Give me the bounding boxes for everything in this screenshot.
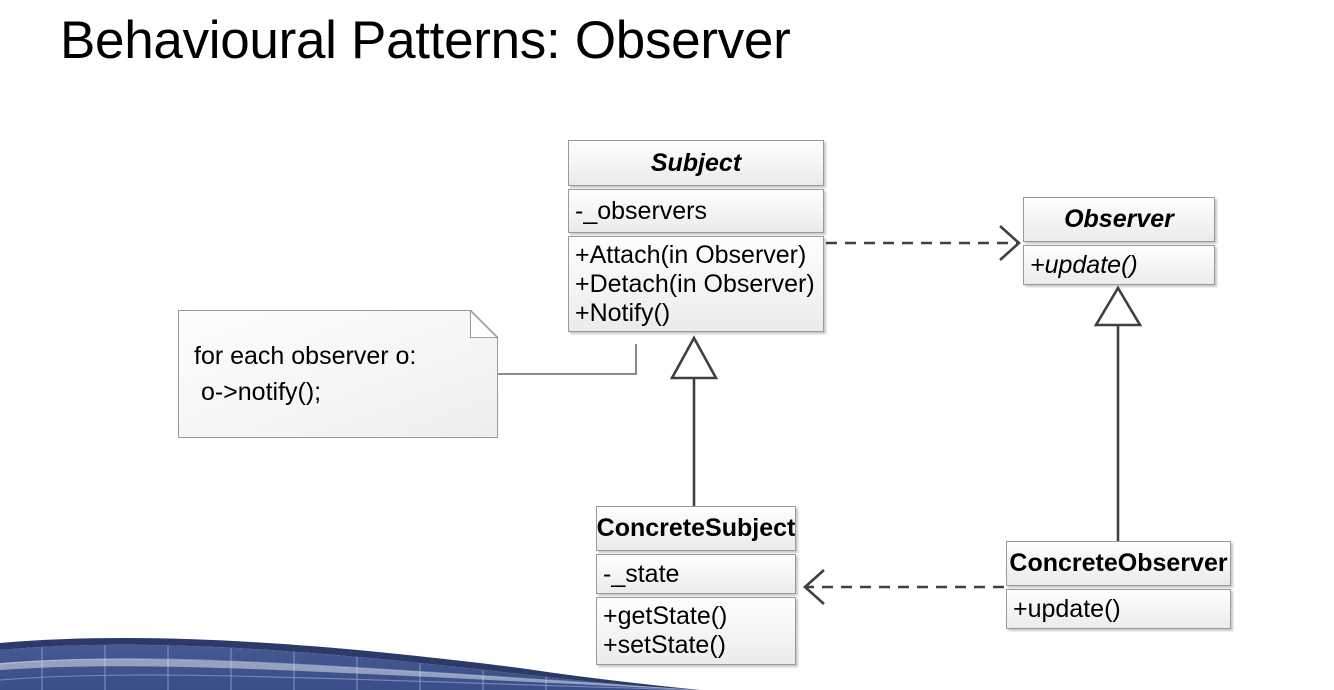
uml-class-concretesubject[interactable]: ConcreteSubject -_state +getState() +set… [596, 506, 796, 668]
generalization-concretesubject-to-subject [669, 335, 719, 508]
class-attributes-subject: -_observers [568, 189, 824, 233]
class-title-concreteobserver: ConcreteObserver [1006, 541, 1231, 586]
class-title-concretesubject: ConcreteSubject [596, 506, 796, 551]
uml-class-subject[interactable]: Subject -_observers +Attach(in Observer)… [568, 140, 824, 335]
generalization-concreteobserver-to-observer [1093, 285, 1143, 545]
uml-class-observer[interactable]: Observer +update() [1023, 197, 1215, 288]
class-operations-concreteobserver: +update() [1006, 589, 1231, 629]
decorative-wave [0, 638, 700, 690]
note-text-line-1: for each observer o: [194, 342, 417, 370]
uml-note[interactable]: for each observer o: o->notify(); [178, 310, 498, 438]
class-operations-observer: +update() [1023, 245, 1215, 285]
dependency-concreteobserver-to-concretesubject [803, 569, 1004, 605]
uml-class-concreteobserver[interactable]: ConcreteObserver +update() [1006, 541, 1231, 632]
note-shape [178, 310, 498, 438]
page-title: Behavioural Patterns: Observer [60, 11, 791, 70]
class-title-subject: Subject [568, 140, 824, 186]
note-anchor-line [498, 344, 637, 375]
class-operations-subject: +Attach(in Observer) +Detach(in Observer… [568, 236, 824, 332]
class-attributes-concretesubject: -_state [596, 554, 796, 594]
class-title-observer: Observer [1023, 197, 1215, 242]
class-operations-concretesubject: +getState() +setState() [596, 597, 796, 665]
note-text-line-2: o->notify(); [194, 378, 322, 406]
dependency-subject-to-observer [826, 225, 1021, 261]
note-fold-icon [470, 310, 498, 338]
